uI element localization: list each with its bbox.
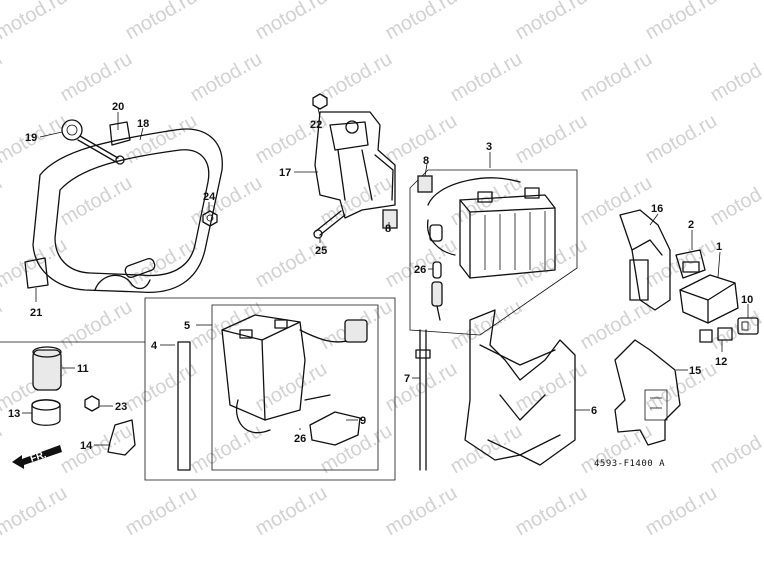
callout-26a: 26 — [414, 264, 426, 276]
direction-label: FR. — [29, 449, 48, 465]
callout-8a: 8 — [423, 155, 429, 167]
diagram-code: 4593-F1400 A — [594, 459, 665, 469]
bracket-15: 15 — [614, 339, 701, 446]
watermark-text: motod.ru — [187, 172, 266, 231]
watermark-text: motod.ru — [642, 110, 721, 169]
watermark-text: motod.ru — [0, 48, 6, 107]
watermark-text: motod.ru — [122, 358, 201, 417]
callout-10: 10 — [741, 294, 753, 306]
callout-3: 3 — [486, 141, 492, 153]
callout-1: 1 — [716, 241, 722, 253]
watermark-text: motod.ru — [122, 110, 201, 169]
callout-5: 5 — [184, 320, 190, 332]
callout-21: 21 — [30, 307, 42, 319]
callout-17: 17 — [279, 167, 291, 179]
watermark-text: motod.ru — [642, 234, 721, 293]
callout-9: 9 — [360, 415, 366, 427]
battery-kit-group — [144, 297, 396, 481]
battery-group-callouts: 3 8 26 — [414, 141, 492, 276]
battery-group-outline — [409, 169, 578, 336]
watermark-text: motod.ru — [512, 358, 591, 417]
watermark-text: motod.ru — [0, 0, 71, 44]
callout-22: 22 — [310, 119, 322, 131]
watermark-text: motod.ru — [382, 358, 461, 417]
watermark-text: motod.ru — [252, 482, 331, 541]
callout-8b: 8 — [385, 223, 391, 235]
watermark-text: motod.ru — [317, 48, 396, 107]
watermark-text: motod.ru — [187, 48, 266, 107]
watermark-text: motod.ru — [447, 296, 526, 355]
watermark-text: motod.ru — [707, 296, 764, 355]
side-cover-assembly — [24, 119, 223, 294]
watermark-text: motod.ru — [707, 48, 764, 107]
watermark-text: motod.ru — [707, 172, 764, 231]
watermark-text: motod.ru — [57, 296, 136, 355]
watermark-text: motod.ru — [642, 0, 721, 44]
left-small-parts: FR. — [0, 341, 145, 469]
battery-holder-callouts: 22 17 25 8 — [279, 107, 391, 257]
watermark-text: motod.ru — [0, 482, 71, 541]
callout-4: 4 — [151, 340, 158, 352]
watermark-text: motod.ru — [577, 48, 656, 107]
watermark-text: motod.ru — [642, 482, 721, 541]
relay-assembly — [619, 209, 759, 343]
relay-callouts: 16 2 1 10 12 — [649, 203, 753, 368]
watermark-text: motod.ru — [0, 420, 6, 479]
callout-18: 18 — [137, 118, 149, 130]
watermark-text: motod.ru — [187, 420, 266, 479]
callout-26b: 26 — [294, 433, 306, 445]
watermark-text: motod.ru — [122, 0, 201, 44]
battery-kit-callouts: 5 4 9 26 — [151, 320, 366, 445]
watermark-text: motod.ru — [382, 110, 461, 169]
watermark-text: motod.ru — [122, 234, 201, 293]
watermark-text: motod.ru — [707, 420, 764, 479]
callout-16: 16 — [651, 203, 663, 215]
watermark-text: motod.ru — [0, 296, 6, 355]
callout-7: 7 — [404, 373, 410, 385]
watermark-text: motod.ru — [57, 172, 136, 231]
callout-19: 19 — [25, 132, 37, 144]
watermark-text: motod.ru — [57, 48, 136, 107]
callout-24: 24 — [203, 191, 216, 203]
watermark-text: motod.ru — [512, 110, 591, 169]
callout-6: 6 — [591, 405, 597, 417]
watermark-text: motod.ru — [447, 48, 526, 107]
callout-25: 25 — [315, 245, 327, 257]
watermark-text: motod.ru — [382, 0, 461, 44]
watermark-text: motod.ru — [0, 172, 6, 231]
battery-tray: 6 — [464, 309, 597, 466]
watermark-text: motod.ru — [577, 172, 656, 231]
callout-20: 20 — [112, 101, 124, 113]
watermark-text: motod.ru — [512, 482, 591, 541]
watermark-text: motod.ru — [512, 234, 591, 293]
watermark-text: motod.ru — [252, 0, 331, 44]
callout-2: 2 — [688, 219, 694, 231]
battery-holder-assembly — [312, 93, 398, 239]
tube-7: 7 — [404, 329, 431, 471]
watermark-text: motod.ru — [382, 482, 461, 541]
watermark-text: motod.ru — [57, 420, 136, 479]
callout-11: 11 — [77, 363, 89, 375]
left-small-callouts: 11 13 23 14 — [8, 363, 127, 452]
watermark-text: motod.ru — [642, 358, 721, 417]
watermark-text: motod.ru — [252, 234, 331, 293]
callout-14: 14 — [80, 440, 93, 452]
watermark-text: motod.ru — [122, 482, 201, 541]
callout-13: 13 — [8, 408, 20, 420]
watermark-text: motod.ru — [447, 420, 526, 479]
callout-15: 15 — [689, 365, 701, 377]
side-cover-callouts: 20 18 19 24 21 — [25, 101, 216, 319]
callout-12: 12 — [715, 356, 727, 368]
callout-23: 23 — [115, 401, 127, 413]
watermark-text: motod.ru — [577, 420, 656, 479]
watermark-text: motod.ru — [317, 420, 396, 479]
watermark-text: motod.ru — [512, 0, 591, 44]
